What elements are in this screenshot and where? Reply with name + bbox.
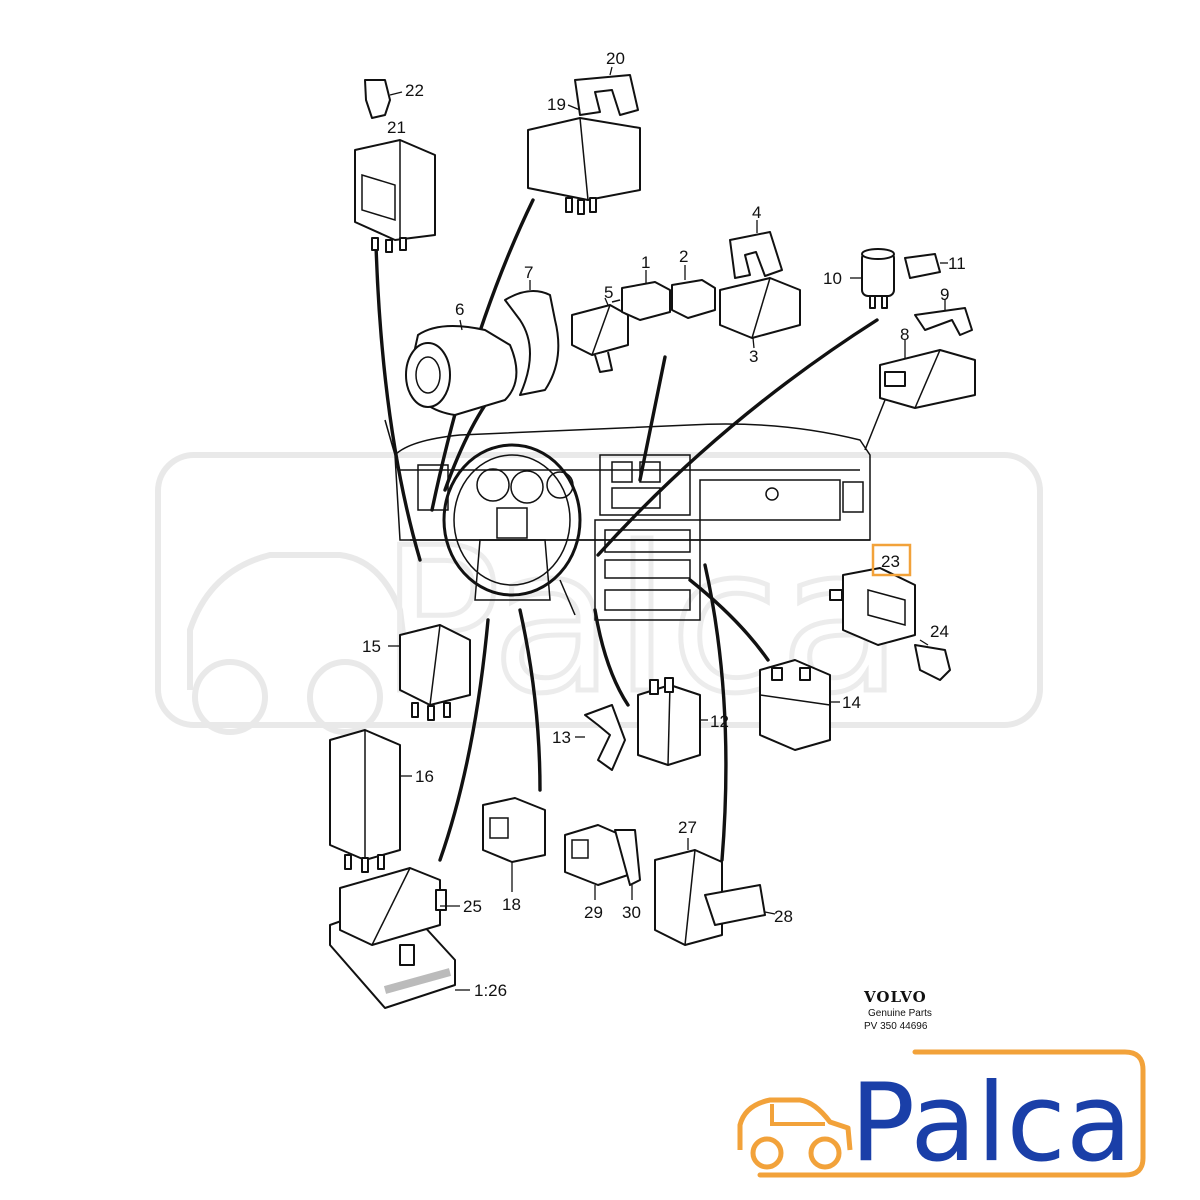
wire-leads: [374, 198, 879, 862]
callout-13: 13: [552, 728, 571, 747]
part-2: [671, 265, 716, 319]
part-12: [637, 677, 708, 766]
part-21: [354, 139, 436, 253]
callout-30: 30: [622, 903, 641, 922]
callout-18: 18: [502, 895, 521, 914]
part-20: [574, 66, 639, 116]
part-13: [575, 704, 626, 771]
callout-20: 20: [606, 49, 625, 68]
callout-24: 24: [930, 622, 949, 641]
callout-23: 23: [881, 552, 900, 571]
callout-7: 7: [524, 263, 533, 282]
part-23: [829, 567, 916, 646]
callout-16: 16: [415, 767, 434, 786]
callout-28: 28: [774, 907, 793, 926]
callout-9: 9: [940, 285, 949, 304]
part-29-30: [564, 824, 641, 900]
part-25-26: [329, 867, 470, 1009]
callout-2: 2: [679, 247, 688, 266]
callout-10: 10: [823, 269, 842, 288]
part-1: [611, 270, 671, 321]
volvo-brand-block: VOLVO Genuine Parts PV 350 44696: [863, 988, 932, 1032]
callout-5: 5: [604, 283, 613, 302]
dashboard: [384, 399, 886, 621]
part-15: [388, 624, 471, 721]
callout-25: 25: [463, 897, 482, 916]
part-5: [571, 297, 629, 373]
palca-wordmark: Palca: [850, 1061, 1132, 1186]
part-14: [759, 659, 840, 751]
part-16: [329, 729, 412, 873]
part-3: [719, 277, 801, 349]
volvo-wordmark: VOLVO: [863, 988, 927, 1006]
car-outline-icon: [737, 1097, 853, 1170]
part-11: [904, 253, 948, 279]
callout-27: 27: [678, 818, 697, 837]
part-8: [879, 340, 976, 409]
part-19: [527, 104, 641, 215]
callout-29: 29: [584, 903, 603, 922]
callout-19: 19: [547, 95, 566, 114]
palca-logo: Palca: [737, 1049, 1146, 1186]
callout-11: 11: [948, 254, 966, 273]
callout-21: 21: [387, 118, 406, 137]
callout-4: 4: [752, 203, 761, 222]
part-18: [482, 797, 546, 892]
logo-frame: [757, 1049, 1146, 1178]
part-6-7: [405, 280, 560, 416]
genuine-parts-label: Genuine Parts: [868, 1008, 932, 1019]
part-10: [850, 248, 895, 309]
callout-14: 14: [842, 693, 861, 712]
part-24: [914, 639, 951, 681]
part-22: [364, 79, 403, 119]
callout-8: 8: [900, 325, 909, 344]
part-number-code: PV 350 44696: [864, 1021, 928, 1032]
callout-26: 1:26: [474, 981, 507, 1000]
callout-22: 22: [405, 81, 424, 100]
callout-1: 1: [641, 253, 650, 272]
callout-15: 15: [362, 637, 381, 656]
callout-12: 12: [710, 712, 729, 731]
callout-23-highlight: [871, 543, 912, 577]
callout-labels: 1 2 3 4 5 6 7 8 9 10 11 12 13 14 15 16 1…: [362, 49, 966, 1000]
callout-3: 3: [749, 347, 758, 366]
part-27-28: [654, 838, 776, 946]
part-9: [914, 300, 973, 336]
callout-6: 6: [455, 300, 464, 319]
part-4: [729, 220, 783, 279]
